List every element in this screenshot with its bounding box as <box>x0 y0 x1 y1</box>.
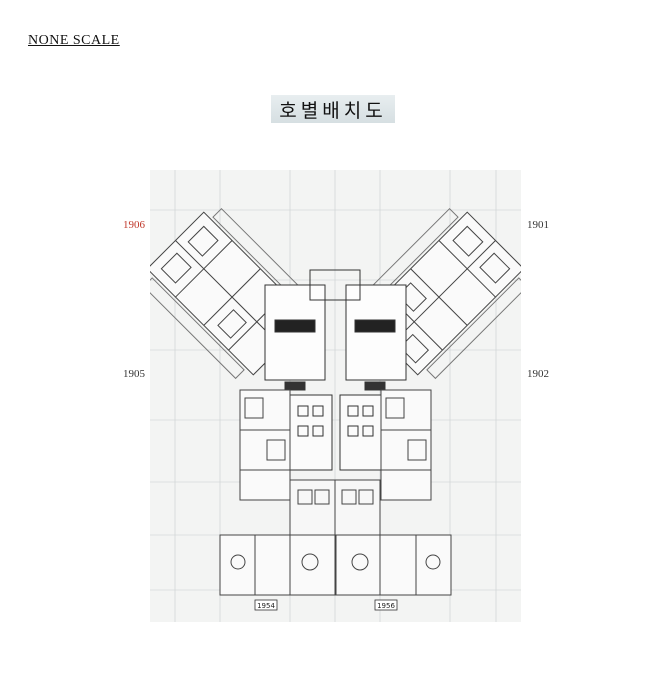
floor-plan-drawing: 1954 1956 <box>150 170 521 622</box>
plan-tag-right: 1956 <box>377 602 395 610</box>
unit-label-1906: 1906 <box>123 219 145 231</box>
unit-label-1905: 1905 <box>123 368 145 380</box>
scale-note: NONE SCALE <box>28 33 120 48</box>
plan-tag-left: 1954 <box>257 602 275 610</box>
unit-label-1902: 1902 <box>527 368 549 380</box>
page-title: 호별배치도 <box>271 95 395 123</box>
floor-plan-svg: 1954 1956 <box>150 170 521 622</box>
unit-label-1901: 1901 <box>527 219 549 231</box>
